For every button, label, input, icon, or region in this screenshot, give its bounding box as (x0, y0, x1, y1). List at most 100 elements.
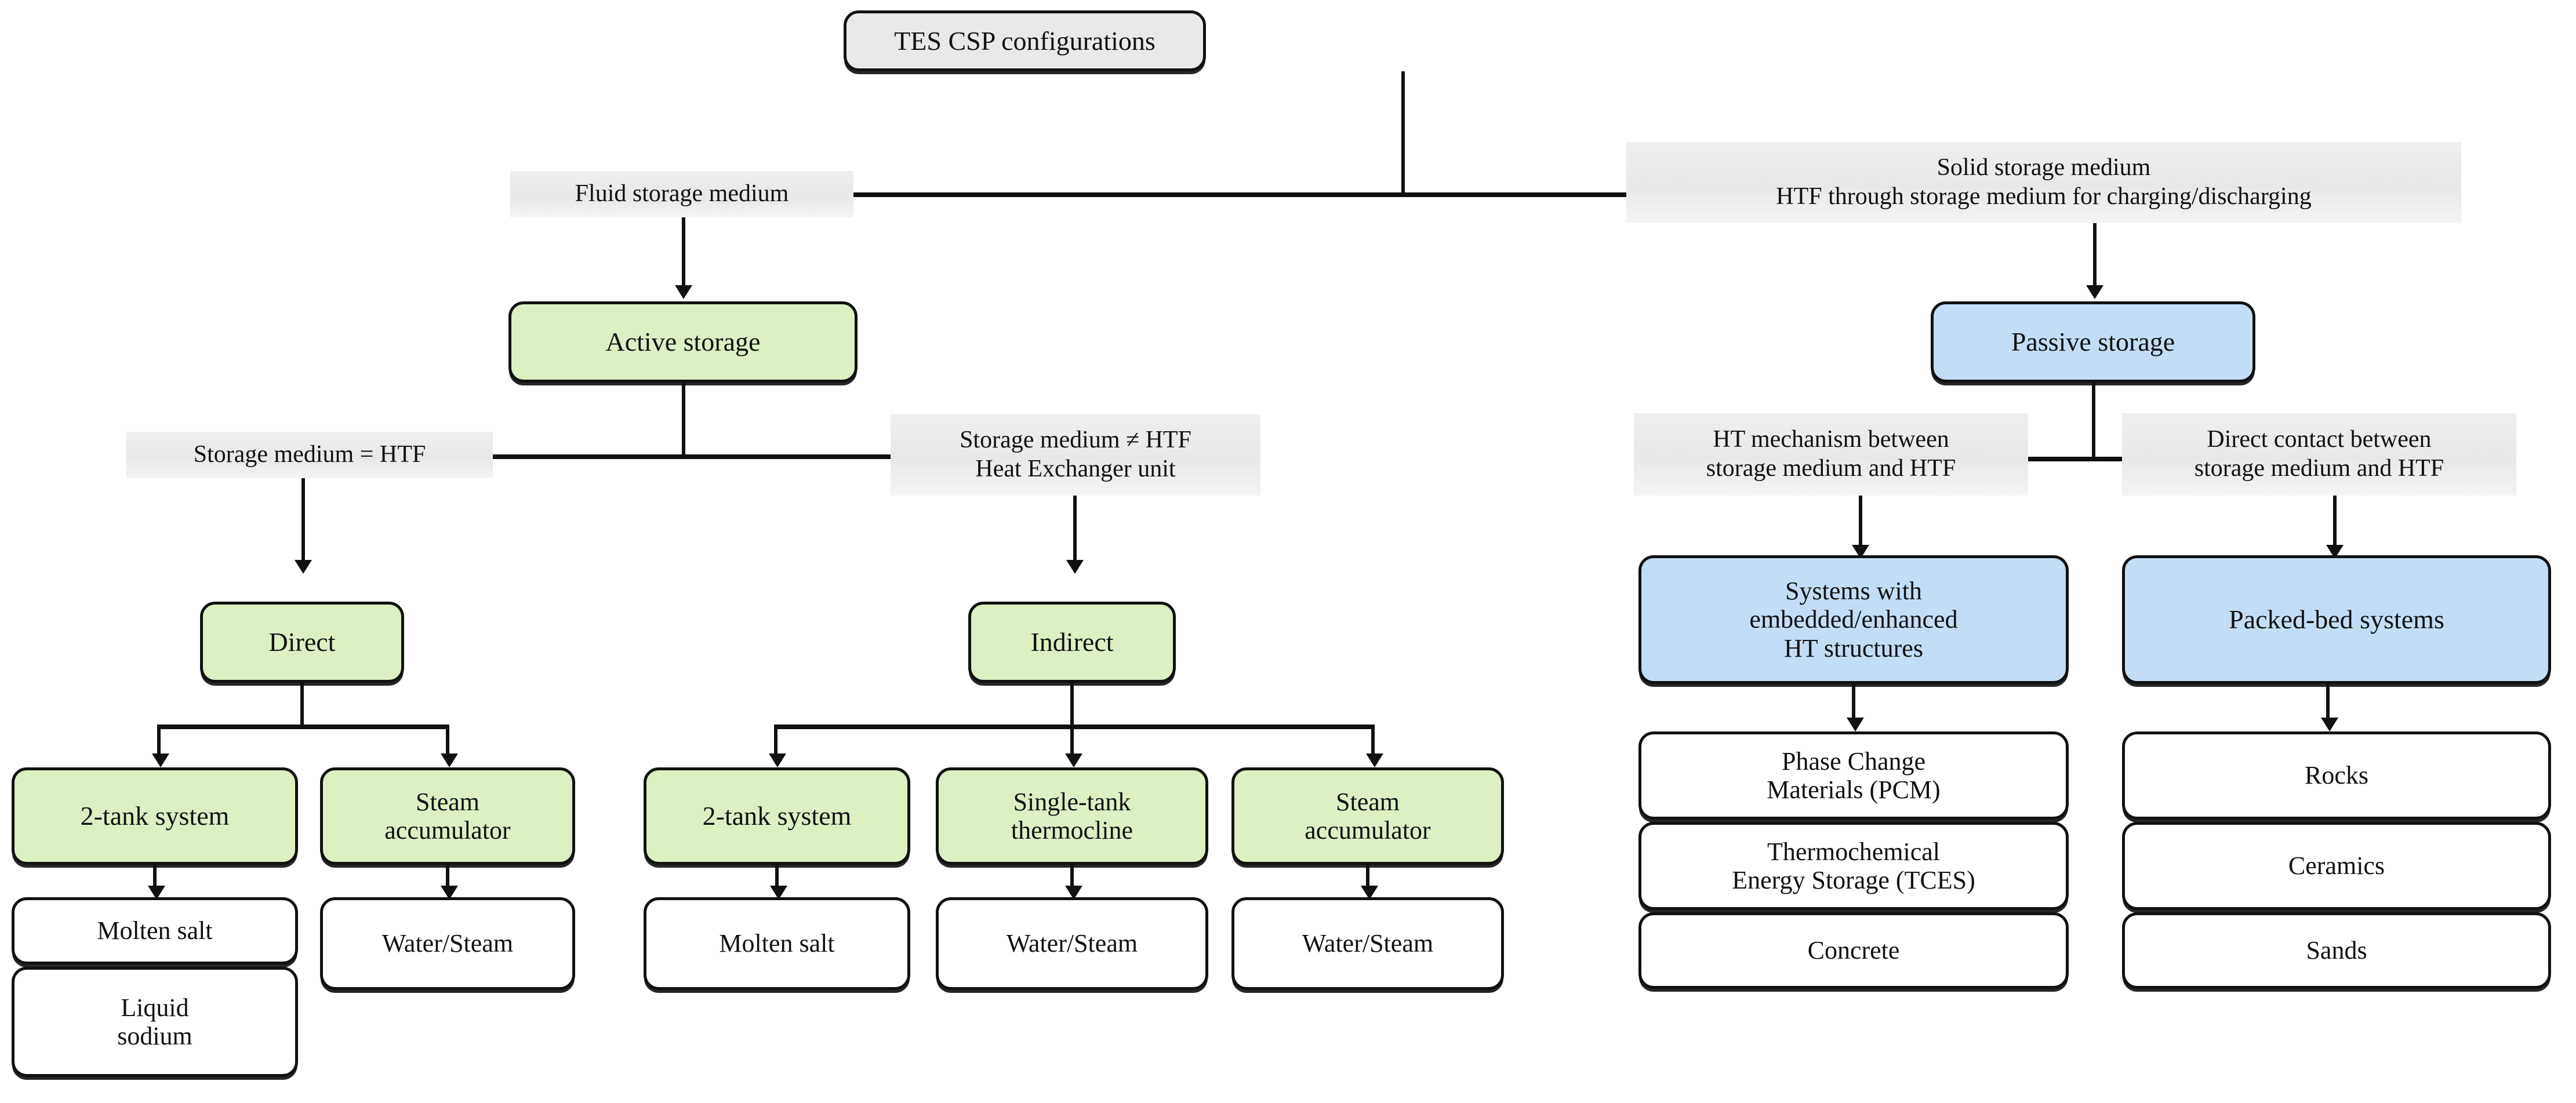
arrowhead-direct-to-steamacc (441, 753, 458, 767)
node-tes-csp-configurations[interactable]: TES CSP configurations (844, 10, 1206, 71)
connector-direct-bus (157, 725, 449, 729)
label-direct-contact: Direct contact between storage medium an… (2122, 413, 2516, 496)
media-text: Water/Steam (382, 929, 514, 958)
node-embedded-media-concrete[interactable]: Concrete (1638, 912, 2069, 989)
connector-solid-to-passive (2093, 223, 2097, 287)
media-text: Molten salt (97, 916, 213, 945)
node-direct-steam-line2: accumulator (384, 816, 511, 844)
label-ht-mech-line2: storage medium and HTF (1706, 455, 1956, 482)
node-passive-storage[interactable]: Passive storage (1931, 301, 2255, 383)
arrowhead-packedbed-to-media (2321, 718, 2338, 731)
label-ht-mech-line1: HT mechanism between (1713, 426, 1949, 453)
node-indirect-media-water-steam-2[interactable]: Water/Steam (1231, 897, 1504, 990)
connector-active-stem (682, 383, 685, 458)
node-direct-2tank-system[interactable]: 2-tank system (12, 767, 298, 865)
media-text: Rocks (2305, 761, 2368, 790)
arrowhead-indirect-to-singletank (1065, 753, 1082, 767)
node-direct-steam-line1: Steam (416, 787, 479, 816)
connector-indirect-right-drop (1371, 725, 1375, 755)
label-fluid-storage-medium: Fluid storage medium (510, 171, 853, 217)
arrowhead-notequals-to-indirect (1066, 560, 1084, 574)
connector-embedded-to-media (1852, 684, 1855, 720)
connector-indirect-mid-drop (1070, 725, 1074, 755)
arrowhead-direct-to-2tank (152, 753, 169, 767)
node-direct-media-water-steam[interactable]: Water/Steam (320, 897, 575, 990)
label-solid-line1: Solid storage medium (1936, 154, 2151, 181)
node-systems-embedded-ht[interactable]: Systems with embedded/enhanced HT struct… (1638, 555, 2069, 684)
connector-singletank-to-watersteam (1070, 865, 1074, 889)
media-text: Molten salt (719, 929, 835, 958)
node-indirect-steam-accumulator[interactable]: Steam accumulator (1231, 767, 1504, 865)
arrowhead-fluid-to-active (675, 285, 692, 299)
arrowhead-equals-to-direct (295, 560, 312, 574)
media-text: Concrete (1807, 936, 1900, 965)
connector-packedbed-to-media (2326, 684, 2330, 720)
connector-direct-right-drop (446, 725, 449, 755)
node-packed-bed-systems[interactable]: Packed-bed systems (2122, 555, 2551, 684)
connector-main-bus (852, 192, 1626, 197)
connector-fluid-to-active (682, 217, 685, 287)
media-text-line1: Phase Change (1781, 747, 1926, 776)
connector-htmech-to-embedded (1859, 496, 1862, 548)
media-text-line2: sodium (117, 1022, 192, 1050)
node-embedded-line3: HT structures (1784, 634, 1923, 662)
node-indirect-steam-line1: Steam (1336, 787, 1400, 816)
connector-contact-to-packedbed (2333, 496, 2337, 548)
arrowhead-embedded-to-media (1847, 718, 1864, 731)
node-indirect[interactable]: Indirect (968, 602, 1176, 683)
node-direct-media-liquid-sodium[interactable]: Liquid sodium (12, 967, 298, 1077)
connector-directsteam-to-watersteam (446, 865, 449, 889)
node-embedded-line1: Systems with (1785, 577, 1922, 606)
label-storage-medium-equals-htf: Storage medium = HTF (126, 432, 493, 478)
node-singletank-line1: Single-tank (1013, 787, 1131, 816)
node-indirect-steam-line2: accumulator (1305, 816, 1431, 844)
node-packedbed-media-ceramics[interactable]: Ceramics (2122, 822, 2551, 910)
label-not-htf-line1: Storage medium ≠ HTF (960, 427, 1191, 454)
arrowhead-indirect-to-2tank (769, 753, 786, 767)
arrowhead-solid-to-passive (2086, 285, 2103, 299)
connector-direct-left-drop (157, 725, 161, 755)
connector-direct-stem (300, 683, 304, 726)
media-text-line2: Materials (PCM) (1767, 776, 1941, 804)
node-direct-steam-accumulator[interactable]: Steam accumulator (320, 767, 575, 865)
node-indirect-single-tank-thermocline[interactable]: Single-tank thermocline (936, 767, 1208, 865)
connector-indirect-bus (774, 725, 1375, 729)
node-indirect-2tank-system[interactable]: 2-tank system (644, 767, 910, 865)
node-active-storage[interactable]: Active storage (508, 301, 858, 383)
media-text-line2: Energy Storage (TCES) (1732, 866, 1975, 894)
label-direct-contact-line2: storage medium and HTF (2194, 455, 2444, 482)
media-text: Water/Steam (1006, 929, 1138, 958)
connector-direct2tank-to-moltensalt (153, 865, 157, 889)
node-embedded-line2: embedded/enhanced (1749, 605, 1958, 634)
node-direct[interactable]: Direct (200, 602, 404, 683)
label-solid-storage-medium: Solid storage medium HTF through storage… (1626, 142, 2461, 223)
media-text: Sands (2306, 936, 2367, 965)
connector-passive-bus (2023, 457, 2163, 461)
arrowhead-indirect-to-steamacc (1366, 753, 1383, 767)
connector-indirect2tank-to-moltensalt (775, 865, 779, 889)
node-singletank-line2: thermocline (1011, 816, 1133, 844)
label-storage-medium-not-htf: Storage medium ≠ HTF Heat Exchanger unit (891, 414, 1260, 496)
media-text: Ceramics (2288, 851, 2385, 880)
connector-indirectsteam-to-watersteam (1366, 865, 1369, 889)
node-packedbed-media-sands[interactable]: Sands (2122, 912, 2551, 989)
connector-indirect-left-drop (774, 725, 777, 755)
node-embedded-media-tces[interactable]: Thermochemical Energy Storage (TCES) (1638, 822, 2069, 910)
connector-passive-stem (2092, 383, 2095, 461)
connector-notequals-to-indirect (1073, 496, 1077, 562)
label-solid-line2: HTF through storage medium for charging/… (1776, 183, 2312, 210)
media-text-line1: Liquid (121, 993, 189, 1022)
node-indirect-media-water-steam-1[interactable]: Water/Steam (936, 897, 1208, 990)
media-text-line1: Thermochemical (1767, 837, 1941, 866)
label-ht-mechanism: HT mechanism between storage medium and … (1634, 413, 2028, 496)
node-indirect-media-molten-salt[interactable]: Molten salt (644, 897, 910, 990)
node-direct-media-molten-salt[interactable]: Molten salt (12, 897, 298, 964)
connector-equals-to-direct (301, 478, 305, 562)
label-not-htf-line2: Heat Exchanger unit (975, 456, 1176, 482)
connector-active-bus (487, 454, 893, 459)
node-packedbed-media-rocks[interactable]: Rocks (2122, 731, 2551, 820)
node-embedded-media-pcm[interactable]: Phase Change Materials (PCM) (1638, 731, 2069, 820)
media-text: Water/Steam (1302, 929, 1434, 958)
connector-indirect-stem (1070, 683, 1074, 726)
